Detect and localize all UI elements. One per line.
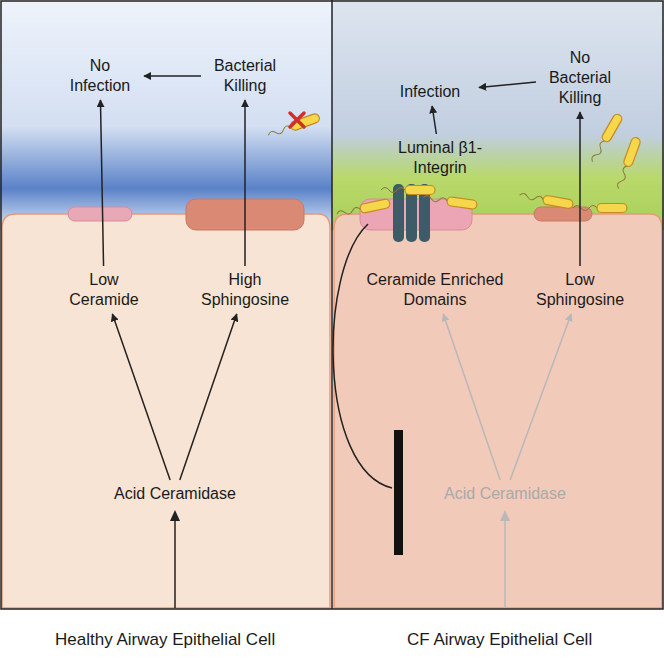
panel-label: CF Airway Epithelial Cell	[407, 630, 592, 650]
text-node: No Infection	[60, 56, 140, 96]
node-text: Acid Ceramidase	[435, 484, 575, 504]
arrow-connector	[443, 314, 500, 480]
node-text: High Sphingosine	[195, 270, 295, 310]
arrow-connector	[244, 100, 246, 266]
node-text: Bacterial Killing	[205, 56, 285, 96]
arrow-connector	[112, 314, 170, 480]
arrow-connector	[180, 314, 237, 480]
text-node: Low Sphingosine	[535, 270, 625, 310]
text-node: Luminal β1-Integrin	[390, 138, 490, 178]
arrow-connector	[432, 106, 436, 134]
node-text: Low Ceramide	[59, 270, 149, 310]
node-text: No Bacterial Killing	[540, 48, 620, 108]
node-text: Infection	[385, 82, 475, 102]
arrow-connector	[579, 112, 581, 266]
text-node: Low Ceramide	[59, 270, 149, 310]
arrow-connector	[144, 75, 201, 77]
node-text: Ceramide Enriched Domains	[365, 270, 505, 310]
node-text: Low Sphingosine	[535, 270, 625, 310]
arrow-connector	[100, 100, 103, 266]
text-node: Infection	[385, 82, 475, 102]
node-text: Luminal β1-Integrin	[390, 138, 490, 178]
node-text: Acid Ceramidase	[105, 484, 245, 504]
text-node: Acid Ceramidase	[105, 484, 245, 504]
arrow-connector	[479, 82, 536, 87]
panel-label: Healthy Airway Epithelial Cell	[55, 630, 275, 650]
text-node: Bacterial Killing	[205, 56, 285, 96]
node-text: No Infection	[60, 56, 140, 96]
text-node: Acid Ceramidase	[435, 484, 575, 504]
text-node: High Sphingosine	[195, 270, 295, 310]
text-node: No Bacterial Killing	[540, 48, 620, 108]
text-node: Ceramide Enriched Domains	[365, 270, 505, 310]
arrow-connector	[510, 314, 571, 480]
